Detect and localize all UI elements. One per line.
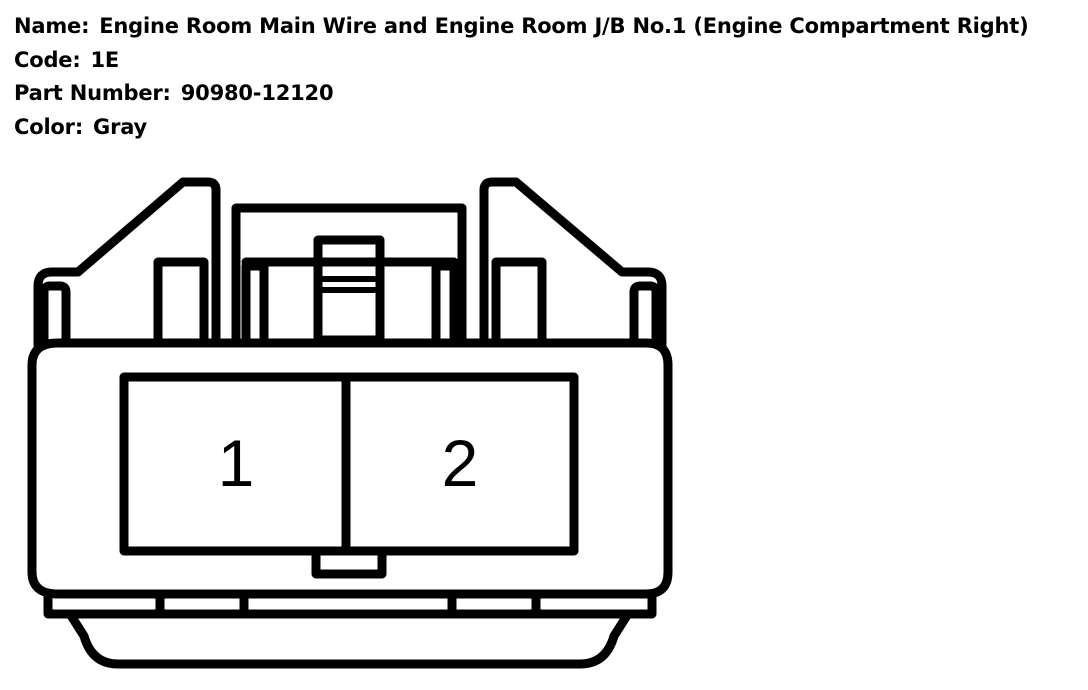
connector-name: Engine Room Main Wire and Engine Room J/… [99, 14, 1029, 38]
pin-2-label: 2 [442, 426, 479, 500]
part-number-label: Part Number: [14, 81, 171, 105]
connector-part-number: 90980-12120 [180, 81, 334, 105]
connector-body [27, 338, 673, 599]
bottom-strip-segments [155, 593, 541, 619]
bottom-key [311, 546, 387, 579]
lock-left-post [241, 261, 269, 343]
connector-info: Name: Engine Room Main Wire and Engine Ro… [14, 10, 1029, 144]
code-label: Code: [14, 47, 81, 72]
right-shoulder-tab [491, 257, 547, 345]
connector-color: Gray [93, 114, 148, 139]
color-row: Color: Gray [14, 111, 1029, 145]
color-label: Color: [14, 114, 84, 139]
right-side-ridge [629, 281, 661, 345]
connector-top-outline [33, 177, 667, 350]
pin-1-label: 1 [218, 426, 255, 500]
left-side-ridge [39, 281, 71, 345]
connector-code: 1E [90, 47, 120, 72]
lock-right-post [431, 261, 459, 343]
bottom-lip [65, 609, 633, 669]
code-row: Code: 1E [14, 44, 1029, 78]
name-label: Name: [14, 14, 90, 38]
lock-frame [231, 203, 467, 343]
bottom-strip [43, 589, 657, 619]
name-row: Name: Engine Room Main Wire and Engine Ro… [14, 10, 1029, 44]
left-shoulder-tab [153, 257, 209, 345]
part-number-row: Part Number: 90980-12120 [14, 77, 1029, 111]
